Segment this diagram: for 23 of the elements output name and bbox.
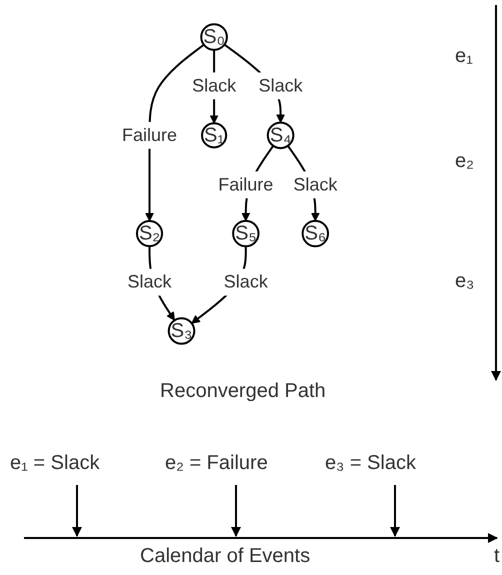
event-definition: e₂ = Failure <box>165 452 268 475</box>
edge-label: Slack <box>258 75 303 96</box>
node-circle: S₃ <box>168 317 196 345</box>
node-circle: S₄ <box>267 122 295 150</box>
event-definition: e₁ = Slack <box>10 452 100 475</box>
node-circle: S₁ <box>201 122 228 148</box>
axis-label: Calendar of Events <box>140 545 310 568</box>
caption-label: Reconverged Path <box>160 380 326 403</box>
node-circle: S₅ <box>232 220 260 248</box>
edge-label: Slack <box>192 75 236 96</box>
event-definition: e₃ = Slack <box>325 452 416 475</box>
edge-label: Failure <box>122 124 178 145</box>
edge-label: Slack <box>224 272 268 292</box>
axis-label: t <box>494 545 500 568</box>
edge-label: Slack <box>294 174 338 194</box>
edge-label: Failure <box>218 174 274 194</box>
edge-label: Slack <box>128 272 172 292</box>
node-circle: S₆ <box>302 220 330 248</box>
event-label: e₂ <box>455 150 474 173</box>
node-circle: S₀ <box>200 23 228 51</box>
event-label: e₁ <box>455 45 473 68</box>
event-label: e₃ <box>455 270 474 293</box>
node-circle: S₂ <box>136 220 164 248</box>
